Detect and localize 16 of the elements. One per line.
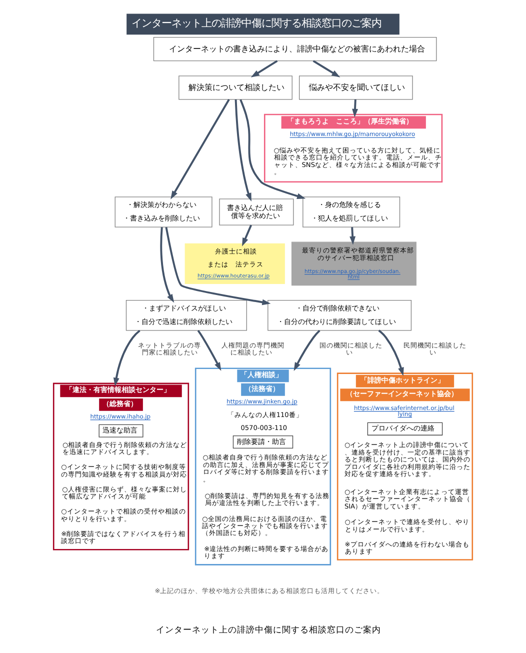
arrow (197, 330, 222, 371)
arrow (113, 330, 140, 386)
caption: インターネット上の誹謗中傷に関する相談窓口のご案内 (156, 625, 382, 636)
arrow (352, 99, 358, 118)
arrow (294, 330, 320, 372)
arrow (170, 98, 230, 200)
arrow (165, 226, 271, 306)
arrow (234, 99, 252, 202)
arrow (378, 330, 404, 376)
arrow (240, 99, 306, 199)
arrow (250, 60, 278, 78)
diagram-title: インターネット上の誹謗中傷に関する相談窓口のご案内 (131, 18, 382, 30)
arrow (312, 60, 340, 78)
arrow (242, 224, 252, 246)
arrow (350, 227, 356, 245)
arrow (160, 227, 174, 303)
